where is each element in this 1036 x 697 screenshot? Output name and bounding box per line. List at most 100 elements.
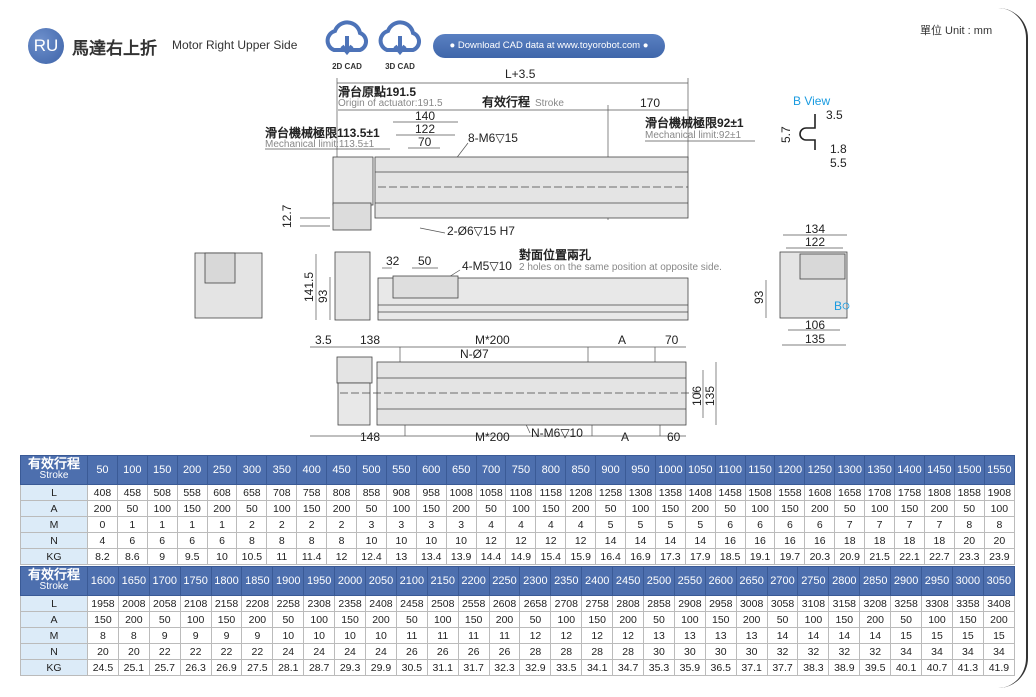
table-cell: 13 <box>385 548 417 565</box>
table-cell: 6 <box>714 516 746 533</box>
dim-141-5: 141.5 <box>302 272 316 302</box>
bview-dim-5-7: 5.7 <box>779 126 793 143</box>
end-dim-135: 135 <box>805 332 825 346</box>
table-cell: 12 <box>475 532 507 549</box>
table-cell: 34 <box>890 643 923 660</box>
table-cell: 26 <box>395 643 428 660</box>
n-tap-note: N-M6▽10 <box>531 426 583 440</box>
table-cell: 16.4 <box>595 548 627 565</box>
b-view-title: B View <box>793 94 830 108</box>
table-cell: 28 <box>612 643 645 660</box>
table-cell: 28 <box>581 643 614 660</box>
stroke-value: 2200 <box>457 566 490 596</box>
table-cell: 808 <box>326 484 358 501</box>
table-cell: 6 <box>744 516 776 533</box>
table-cell: 7 <box>864 516 896 533</box>
table-cell: 28 <box>550 643 583 660</box>
left-end-view <box>194 252 263 319</box>
page-title-en: Motor Right Upper Side <box>172 38 298 52</box>
stroke-header-zh: 有效行程 <box>27 456 80 471</box>
table-cell: 200 <box>206 500 238 517</box>
stroke-label-zh: 有效行程 <box>482 94 530 109</box>
download-3d-cad-button[interactable]: 3D CAD <box>375 20 425 74</box>
table-cell: 13 <box>704 627 737 644</box>
table-cell: 1158 <box>535 484 567 501</box>
stroke-value: 2700 <box>766 566 799 596</box>
table-cell: 30 <box>673 643 706 660</box>
table-cell: 2558 <box>457 595 490 612</box>
table-cell: 20 <box>87 643 119 660</box>
table-cell: 1008 <box>445 484 477 501</box>
row-label: KG <box>20 548 88 565</box>
table-cell: 8 <box>87 627 119 644</box>
table-cell: 20 <box>983 532 1016 549</box>
table-cell: 200 <box>87 500 118 517</box>
table-cell: 50 <box>272 611 305 628</box>
table-cell: 150 <box>87 611 119 628</box>
table-cell: 1058 <box>475 484 507 501</box>
table-cell: 30 <box>704 643 737 660</box>
b-view-marker-icon <box>842 302 850 310</box>
table-cell: 10 <box>385 532 417 549</box>
table-cell: 150 <box>457 611 490 628</box>
stroke-value: 1700 <box>148 566 181 596</box>
table-cell: 6 <box>804 516 836 533</box>
table-cell: 9 <box>241 627 274 644</box>
table-cell: 50 <box>595 500 627 517</box>
stroke-value: 850 <box>565 455 597 485</box>
download-2d-cad-button[interactable]: 2D CAD <box>322 20 372 74</box>
table-cell: 32.9 <box>519 659 552 676</box>
table-cell: 50 <box>519 611 552 628</box>
mech-limit-left-zh: 滑台機械極限113.5±1 <box>265 125 380 140</box>
table-cell: 8 <box>117 627 150 644</box>
table-cell: 4 <box>505 516 537 533</box>
table-cell: 11 <box>426 627 459 644</box>
table-cell: 608 <box>206 484 238 501</box>
table-cell: 100 <box>673 611 706 628</box>
stroke-value: 900 <box>595 455 627 485</box>
stroke-value: 2500 <box>643 566 675 596</box>
table-cell: 200 <box>365 611 397 628</box>
table-cell: 2 <box>296 516 328 533</box>
table-cell: 200 <box>488 611 521 628</box>
table-cell: 13.4 <box>415 548 447 565</box>
table-cell: 100 <box>983 500 1016 517</box>
opposite-holes-en: 2 holes on the same position at opposite… <box>519 262 722 273</box>
table-cell: 11.4 <box>296 548 328 565</box>
table-cell: 200 <box>565 500 597 517</box>
stroke-value: 1900 <box>272 566 305 596</box>
table-cell: 31.1 <box>426 659 459 676</box>
table-cell: 1258 <box>595 484 627 501</box>
table-cell: 1308 <box>625 484 656 501</box>
dim-93: 93 <box>316 289 330 303</box>
stroke-value: 100 <box>116 455 148 485</box>
dim-148: 148 <box>360 430 380 444</box>
stroke-value: 1850 <box>241 566 274 596</box>
table-cell: 2308 <box>303 595 336 612</box>
table-cell: 24 <box>365 643 397 660</box>
table-cell: 3 <box>356 516 387 533</box>
table-cell: 1508 <box>744 484 776 501</box>
stroke-value: 2100 <box>395 566 428 596</box>
table-cell: 24 <box>303 643 336 660</box>
stroke-value: 2050 <box>365 566 397 596</box>
table-cell: 14.9 <box>505 548 537 565</box>
table-cell: 2108 <box>179 595 212 612</box>
table-cell: 7 <box>923 516 955 533</box>
table-cell: 2958 <box>704 595 737 612</box>
download-cad-link[interactable]: ● Download CAD data at www.toyorobot.com… <box>433 34 665 58</box>
table-cell: 26 <box>488 643 521 660</box>
table-cell: 9 <box>179 627 212 644</box>
stroke-value: 1450 <box>923 455 955 485</box>
table-cell: 27.5 <box>241 659 274 676</box>
table-cell: 41.3 <box>951 659 984 676</box>
table-cell: 200 <box>859 611 892 628</box>
table-cell: 29.3 <box>334 659 367 676</box>
table-cell: 9.5 <box>176 548 208 565</box>
table-cell: 7 <box>894 516 925 533</box>
table-cell: 150 <box>774 500 806 517</box>
table-cell: 13 <box>735 627 768 644</box>
row-label: M <box>20 627 88 644</box>
